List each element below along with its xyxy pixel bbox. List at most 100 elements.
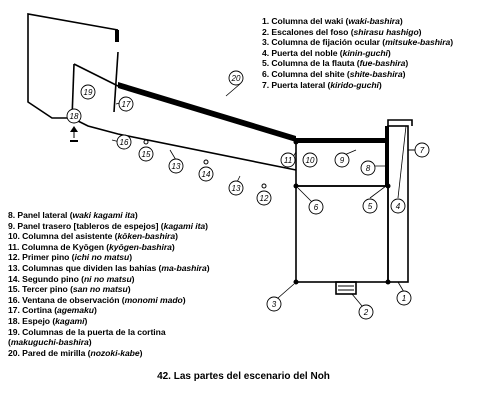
legend-term: shite-bashira — [349, 68, 403, 79]
legend-close: ) — [175, 231, 178, 242]
legend-top-item: 5. Columna de la flauta (fue-bashira) — [262, 58, 453, 69]
legend-text: 14. Segundo pino ( — [8, 273, 84, 284]
callout-11: 11 — [280, 152, 296, 168]
legend-top-item: 4. Puerta del noble (kinin-guchi) — [262, 48, 453, 59]
legend-bottom-item: 12. Primer pino (ichi no matsu) — [8, 252, 210, 263]
callout-number: 15 — [142, 150, 151, 159]
legend-text: 19. Columnas de la puerta de la cortina — [8, 326, 166, 337]
legend-top: 1. Columna del waki (waki-bashira)2. Esc… — [262, 16, 453, 90]
legend-close: ) — [206, 262, 210, 273]
legend-bottom-item: 8. Panel lateral (waki kagami ita) — [8, 210, 210, 221]
legend-text: 17. Cortina ( — [8, 305, 58, 316]
legend-close: ) — [378, 79, 382, 90]
legend-text: 4. Puerta del noble ( — [262, 47, 343, 58]
callout-number: 1 — [402, 294, 406, 303]
legend-term: waki kagami ita — [72, 210, 135, 220]
legend-bottom-item: 20. Pared de mirilla (nozoki-kabe) — [8, 348, 210, 359]
column-koken — [293, 139, 299, 145]
legend-term: monomi mado — [124, 294, 183, 305]
side-panel-thick — [385, 126, 389, 186]
side-door-wall — [387, 119, 413, 126]
callout-number: 10 — [306, 156, 315, 165]
legend-text: ( — [8, 337, 11, 348]
legend-bottom-item: 15. Tercer pino (san no matsu) — [8, 284, 210, 295]
legend-term: kinin-guchi — [342, 47, 388, 58]
legend-bottom-item: 11. Columna de Kyōgen (kyōgen-bashira) — [8, 242, 210, 253]
steps — [338, 285, 354, 291]
pine-marker-15 — [143, 139, 149, 145]
legend-text: 15. Tercer pino ( — [8, 284, 73, 295]
legend-term: mitsuke-bashira — [385, 37, 451, 48]
callout-number: 5 — [368, 202, 373, 211]
legend-close: ) — [127, 284, 131, 295]
legend-close: ) — [205, 220, 208, 231]
column-shite — [293, 183, 299, 189]
callout-14: 14 — [198, 166, 214, 182]
callout-number: 11 — [284, 156, 292, 165]
callout-7: 7 — [414, 142, 430, 158]
legend-text: 1. Columna del waki ( — [262, 16, 349, 26]
legend-term: ni no matsu — [83, 273, 132, 284]
callout-number: 3 — [272, 300, 277, 309]
mirror-arrow-head — [70, 126, 78, 132]
column-metsuke — [293, 279, 299, 285]
legend-text: 16. Ventana de observación ( — [8, 294, 125, 305]
legend-close: ) — [171, 241, 175, 252]
legend-close: ) — [84, 315, 88, 326]
callout-10: 10 — [302, 152, 318, 168]
callout-number: 20 — [231, 74, 241, 83]
column-fue — [385, 183, 391, 189]
callout-number: 2 — [363, 308, 369, 317]
legend-close: ) — [402, 68, 406, 79]
legend-text: 20. Pared de mirilla ( — [8, 347, 91, 358]
legend-bottom-item: 19. Columnas de la puerta de la cortina — [8, 327, 210, 338]
callout-number: 8 — [366, 164, 371, 173]
legend-term: nozoki-kabe — [90, 347, 140, 358]
callout-6: 6 — [308, 199, 324, 215]
legend-top-item: 1. Columna del waki (waki-bashira) — [262, 16, 453, 27]
bridge-front-edge — [71, 117, 297, 171]
mirror-room-wall-thick — [115, 30, 119, 42]
legend-close: ) — [129, 252, 133, 263]
legend-term: ma-bashira — [161, 262, 207, 273]
legend-close: ) — [93, 305, 97, 316]
legend-term: kōken-bashira — [117, 231, 176, 242]
steps-outline — [335, 281, 357, 295]
legend-term: kagami ita — [163, 220, 206, 231]
mirror-marker — [70, 140, 78, 142]
legend-text: 7. Puerta lateral ( — [262, 79, 331, 90]
legend-close: ) — [418, 26, 422, 37]
legend-bottom-item: 14. Segundo pino (ni no matsu) — [8, 274, 210, 285]
callout-number: 12 — [260, 194, 269, 203]
callout-number: 9 — [340, 156, 345, 165]
legend-bottom-item: (makuguchi-bashira) — [8, 337, 210, 348]
legend-term: fue-bashira — [359, 58, 406, 69]
legend-term: shirasu hashigo — [353, 26, 419, 37]
legend-term: ichi no matsu — [74, 252, 130, 263]
back-panel-thick — [296, 138, 388, 143]
callout-number: 19 — [84, 88, 93, 97]
legend-text: 18. Espejo ( — [8, 315, 56, 326]
callout-number: 16 — [120, 138, 129, 147]
legend-term: kyōgen-bashira — [109, 241, 172, 252]
mirror-room-outline — [27, 13, 119, 119]
legend-text: 6. Columna del shite ( — [262, 68, 350, 79]
legend-text: 9. Panel trasero [tableros de espejos] ( — [8, 220, 164, 231]
legend-term: waki-bashira — [348, 16, 400, 26]
callout-5: 5 — [362, 198, 378, 214]
column-waki — [385, 279, 391, 285]
callout-12: 12 — [256, 190, 272, 206]
legend-bottom-item: 9. Panel trasero [tableros de espejos] (… — [8, 221, 210, 232]
legend-text: 12. Primer pino ( — [8, 252, 75, 263]
mirror-room-right-wall-lower — [113, 51, 119, 113]
legend-close: ) — [387, 47, 391, 58]
callout-1: 1 — [396, 290, 412, 306]
callout-number: 18 — [70, 112, 79, 121]
legend-close: ) — [134, 210, 138, 220]
legend-bottom: 8. Panel lateral (waki kagami ita)9. Pan… — [8, 210, 210, 358]
callout-3: 3 — [266, 296, 282, 312]
legend-text: 13. Columnas que dividen las bahías ( — [8, 262, 162, 273]
legend-text: 3. Columna de fijación ocular ( — [262, 37, 386, 48]
legend-bottom-item: 18. Espejo (kagami) — [8, 316, 210, 327]
